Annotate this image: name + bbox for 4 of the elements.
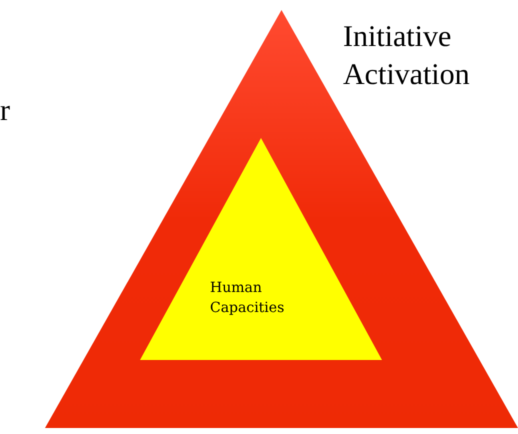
triangle bbox=[140, 138, 382, 360]
triangle-heading: Initiative Activation bbox=[343, 19, 471, 93]
triangle-label: Human Capacities bbox=[210, 279, 286, 318]
cut-off-text: r bbox=[0, 93, 10, 129]
